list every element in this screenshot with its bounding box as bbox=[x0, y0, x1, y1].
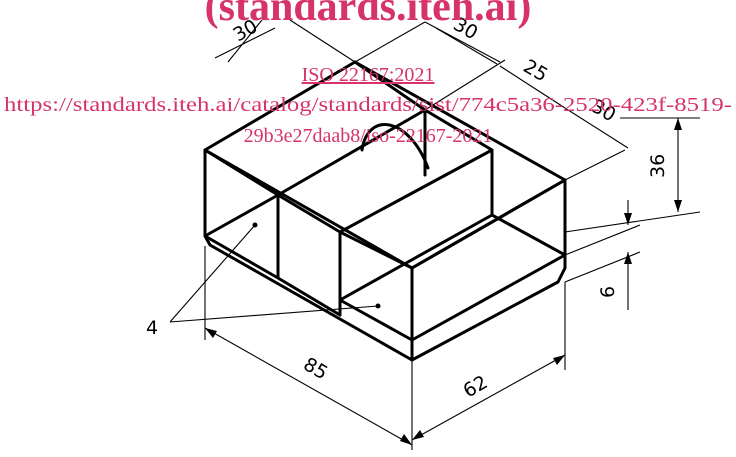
watermark-standard: ISO 22167:2021 bbox=[302, 64, 435, 86]
dim-width: 62 bbox=[460, 371, 492, 402]
watermark: (standards.iteh.ai) ISO 22167:2021 https… bbox=[4, 0, 732, 147]
arrowheads bbox=[205, 118, 682, 445]
right-compartment-edges bbox=[338, 213, 567, 342]
object-outline bbox=[203, 60, 567, 362]
center-divider-edges bbox=[276, 108, 494, 317]
watermark-url-line2: 29b3e27daab8/iso-22167-2021 bbox=[244, 125, 493, 147]
dimension-lines bbox=[169, 19, 701, 450]
watermark-url-line1: https://standards.iteh.ai/catalog/standa… bbox=[4, 94, 732, 116]
partition-edges bbox=[203, 60, 567, 270]
base-strip-edges bbox=[203, 234, 567, 362]
watermark-title: (standards.iteh.ai) bbox=[205, 0, 532, 30]
dim-base-height: 6 bbox=[597, 286, 619, 298]
dim-height: 36 bbox=[647, 154, 669, 178]
callout-label: 4 bbox=[146, 317, 158, 339]
dim-length: 85 bbox=[300, 353, 332, 384]
semicircle-notch bbox=[360, 123, 430, 170]
